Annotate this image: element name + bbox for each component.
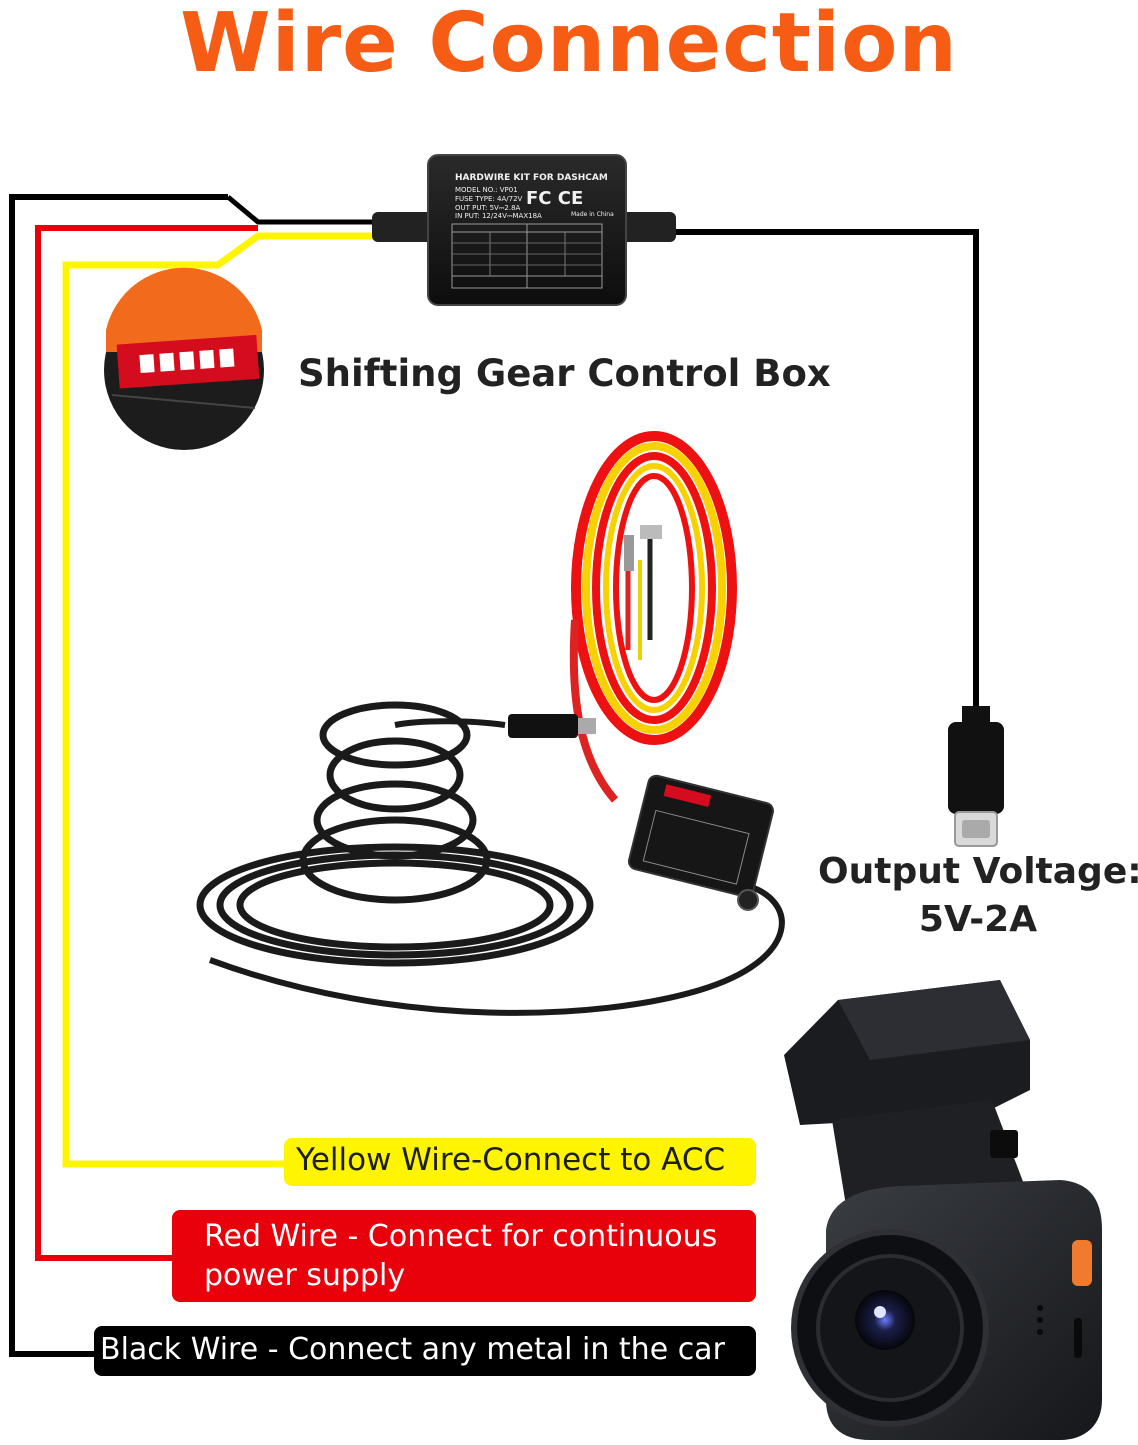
box-print-name: HARDWIRE KIT FOR DASHCAM bbox=[455, 173, 608, 183]
page-title: Wire Connection bbox=[180, 0, 958, 91]
red-wire bbox=[35, 225, 258, 1261]
yellow-wire-label: Yellow Wire-Connect to ACC bbox=[284, 1138, 756, 1186]
dip-switch-zoom bbox=[104, 267, 264, 450]
box-print-origin: Made in China bbox=[571, 211, 614, 218]
black-wire bbox=[9, 194, 380, 1357]
control-box-label: Shifting Gear Control Box bbox=[298, 352, 831, 395]
output-voltage-line2: 5V-2A bbox=[918, 899, 1038, 940]
box-print-input: IN PUT: 12/24V⎓MAX18A bbox=[455, 212, 542, 220]
box-print-fuse: FUSE TYPE: 4A/72V bbox=[455, 195, 523, 203]
output-voltage-line1: Output Voltage: bbox=[818, 851, 1138, 892]
hardwire-kit-photo bbox=[196, 431, 785, 1016]
box-print-marks: FC CE bbox=[526, 188, 584, 209]
control-box bbox=[372, 154, 676, 306]
output-cable bbox=[640, 229, 1004, 847]
output-voltage-label: Output Voltage: 5V-2A bbox=[818, 848, 1138, 944]
box-print-model: MODEL NO.: VP01 bbox=[455, 186, 518, 194]
black-wire-label: Black Wire - Connect any metal in the ca… bbox=[94, 1326, 756, 1376]
yellow-wire bbox=[62, 232, 380, 1168]
box-print-output: OUT PUT: 5V⎓2.8A bbox=[455, 204, 521, 212]
dash-camera-photo bbox=[784, 980, 1102, 1440]
red-wire-label: Red Wire - Connect for continuous power … bbox=[172, 1210, 756, 1302]
